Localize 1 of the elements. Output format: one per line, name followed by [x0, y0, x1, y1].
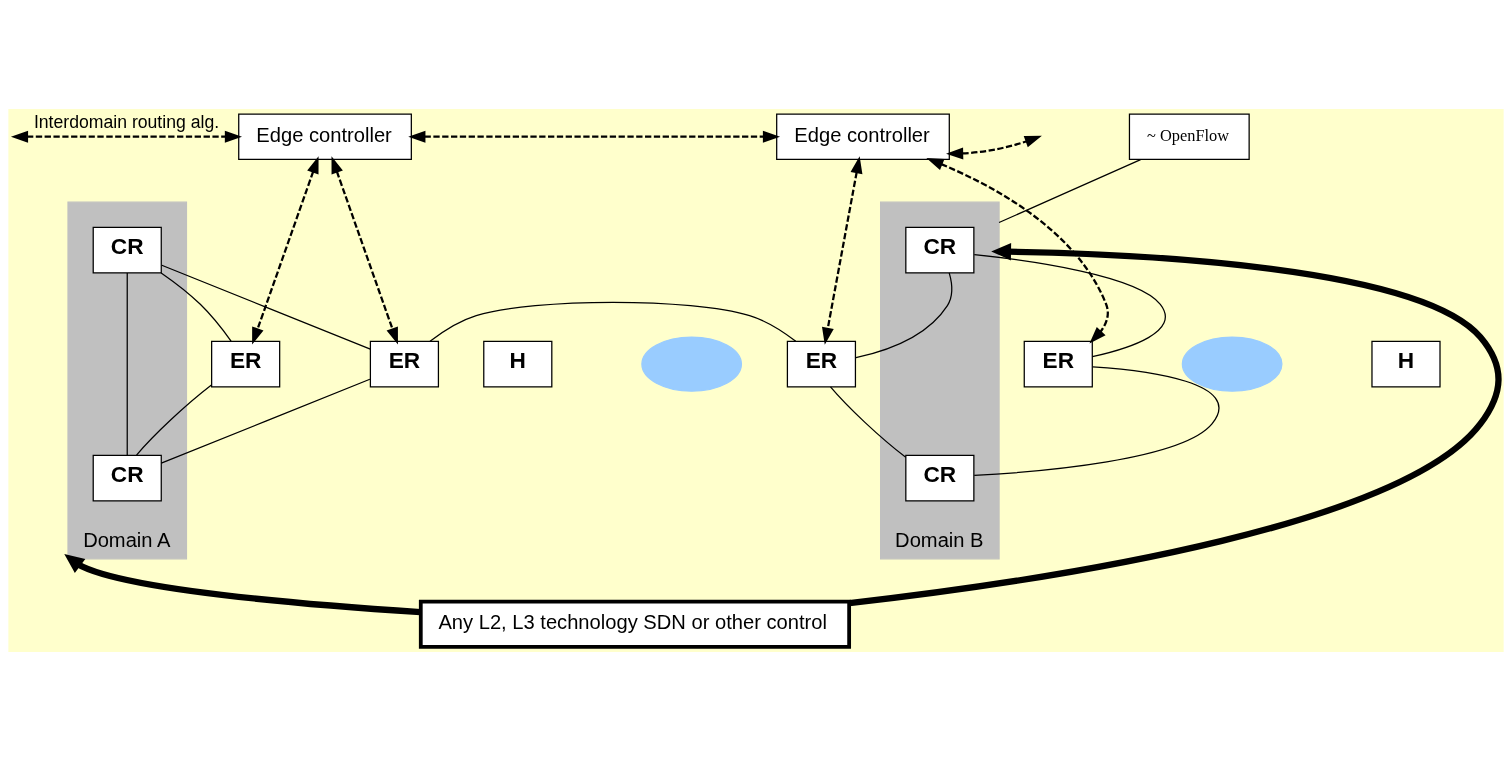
edge-label: Interdomain routing alg. [33, 111, 220, 132]
